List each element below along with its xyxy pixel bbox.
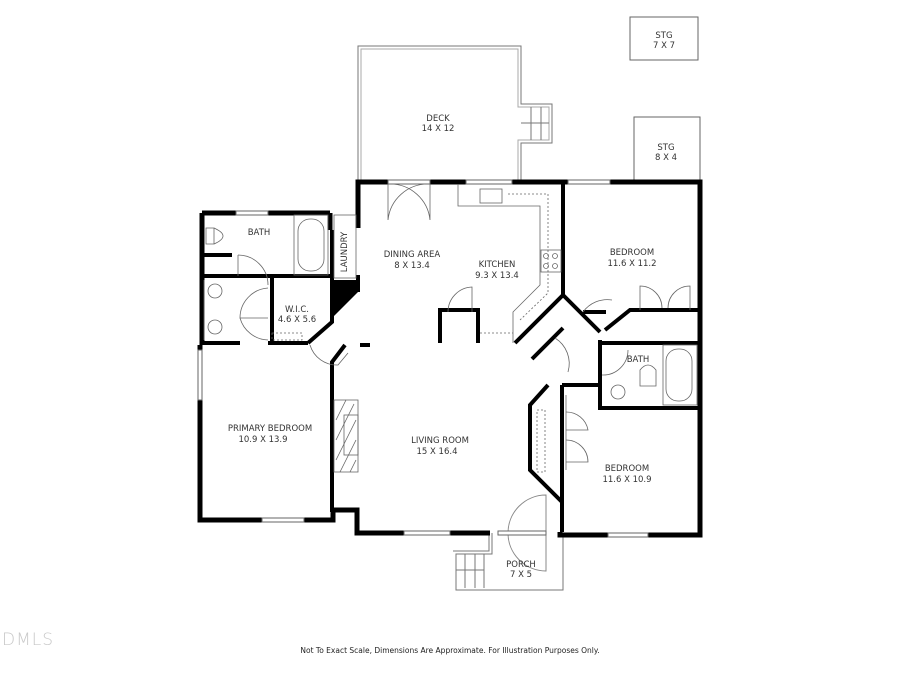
laundry-label: LAUNDRY — [340, 231, 350, 272]
bedroom1-label: BEDROOM — [610, 248, 654, 258]
deck — [357, 45, 553, 183]
storage-7x7 — [629, 16, 699, 61]
bath1-label: BATH — [248, 228, 271, 238]
porch-label: PORCH — [506, 560, 536, 570]
bedroom1-dims: 11.6 X 11.2 — [607, 259, 656, 269]
kitchen-dims: 9.3 X 13.4 — [475, 271, 519, 281]
kitchen-label: KITCHEN — [479, 260, 516, 270]
bedroom2-dims: 11.6 X 10.9 — [602, 475, 651, 485]
bedroom2-label: BEDROOM — [605, 464, 649, 474]
porch — [453, 494, 564, 591]
stg1-label: STG — [655, 31, 672, 41]
bath2-label: BATH — [627, 355, 650, 365]
deck-dims: 14 X 12 — [422, 124, 455, 134]
fixtures — [203, 183, 698, 473]
stg2-dims: 8 X 4 — [655, 153, 677, 163]
interior-walls — [204, 182, 700, 532]
stg2-label: STG — [657, 143, 674, 153]
dining-dims: 8 X 13.4 — [394, 261, 430, 271]
deck-label: DECK — [426, 114, 450, 124]
wic-label: W.I.C. — [285, 305, 309, 315]
mls-watermark: DMLS — [2, 630, 55, 650]
windows — [197, 179, 649, 538]
exterior-walls — [197, 179, 703, 538]
wic-dims: 4.6 X 5.6 — [278, 315, 316, 325]
living-label: LIVING ROOM — [411, 436, 469, 446]
living-dims: 15 X 16.4 — [417, 447, 458, 457]
disclaimer-note: Not To Exact Scale, Dimensions Are Appro… — [300, 646, 600, 655]
primary-dims: 10.9 X 13.9 — [238, 435, 287, 445]
porch-dims: 7 X 5 — [510, 570, 532, 580]
laundry-wedge — [332, 280, 358, 318]
dining-label: DINING AREA — [384, 250, 441, 260]
primary-label: PRIMARY BEDROOM — [228, 424, 312, 434]
stg1-dims: 7 X 7 — [653, 41, 675, 51]
